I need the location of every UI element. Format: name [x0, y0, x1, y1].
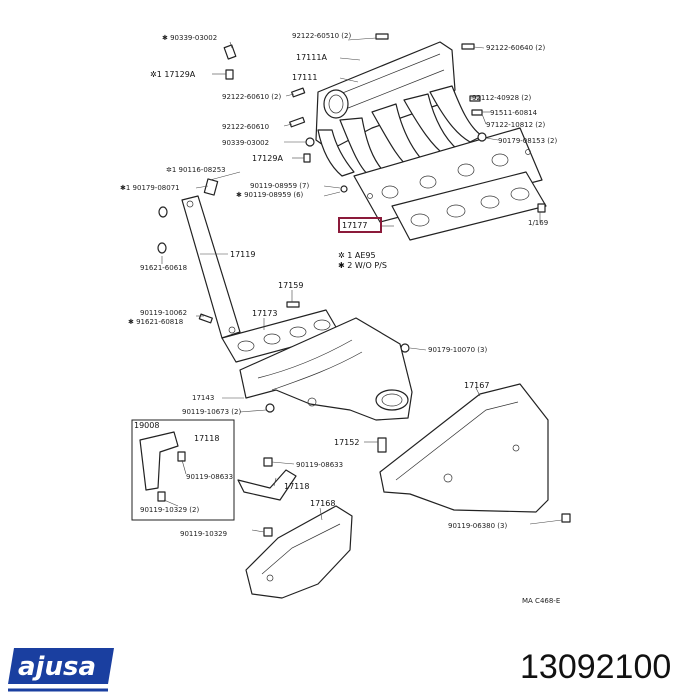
insulator-bracket [237, 469, 297, 501]
figure-code: MA C468-E [522, 597, 560, 605]
lbl-92122-60640: 92122-60640 (2) [486, 44, 545, 52]
lbl-90119-06380: 90119-06380 (3) [448, 522, 507, 530]
heat-insulator-lower [245, 505, 353, 599]
exhaust-manifold [239, 317, 413, 421]
lbl-19008: 19008 [134, 421, 159, 430]
lbl-97122-10812: 97122-10812 (2) [486, 121, 545, 129]
lbl-17118: 17118 [284, 482, 309, 491]
lbl-90179-08071: ✱1 90179-08071 [120, 184, 180, 192]
intake-gasket [391, 171, 547, 241]
lbl-17111: 17111 [292, 73, 317, 82]
lbl-90116-08253: ✲1 90116-08253 [166, 166, 226, 174]
ajusa-logo: ajusa [8, 648, 114, 692]
lbl-90339-03002: ✱ 90339-03002 [162, 34, 217, 42]
lbl-17111a: 17111A [296, 53, 327, 62]
part-number: 13092100 [520, 648, 671, 686]
upper-fasteners [157, 33, 571, 537]
lbl-90119-08959: 90119-08959 (7) [250, 182, 309, 190]
lbl-17177: 17177 [342, 221, 367, 230]
brand-name: ajusa [18, 652, 96, 682]
lbl-17168: 17168 [310, 499, 335, 508]
lbl-17143: 17143 [192, 394, 214, 402]
lbl-90119-08633: 90119-08633 [296, 461, 343, 469]
heat-insulator-upper [379, 383, 549, 513]
lbl-17129a: 17129A [252, 154, 283, 163]
lbl-91511-60814: 91511-60814 [490, 109, 538, 117]
note-1: ✲ 1 AE95 [338, 251, 376, 260]
lbl-90179-08153: 90179-08153 (2) [498, 137, 557, 145]
lbl-92122-60610: 92122-60610 [222, 123, 269, 131]
intake-manifold [315, 41, 543, 223]
manifold-stay-bracket [181, 195, 241, 339]
lbl-17118-box: 17118 [194, 434, 219, 443]
lbl-90119-10329-box: 90119-10329 (2) [140, 506, 199, 514]
lbl-17119: 17119 [230, 250, 255, 259]
lbl-90119-10673: 90119-10673 (2) [182, 408, 241, 416]
lbl-90119-10062: 90119-10062 [140, 309, 187, 317]
lbl-17129a-top: ✲1 17129A [150, 70, 196, 79]
note-2: ✱ 2 W/O P/S [338, 261, 387, 270]
lbl-90119-10329: 90119-10329 [180, 530, 227, 538]
lbl-92112-40928: 92112-40928 (2) [472, 94, 531, 102]
lbl-92122-60610-2: 92122-60610 (2) [222, 93, 281, 101]
lbl-91621-60818: ✱ 91621-60818 [128, 318, 183, 326]
lbl-17159: 17159 [278, 281, 303, 290]
lbl-1-169: 1/169 [528, 219, 548, 227]
lbl-90179-10070: 90179-10070 (3) [428, 346, 487, 354]
highlight-box-17177 [338, 217, 382, 233]
part-labels: ✱ 90339-03002 ✲1 17129A 92122-60610 (2) … [120, 32, 560, 605]
lbl-90119-08633-box: 90119-08633 [186, 473, 233, 481]
lbl-17173: 17173 [252, 309, 277, 318]
lbl-92122-60510: 92122-60510 (2) [292, 32, 351, 40]
lbl-90339-03002-b: 90339-03002 [222, 139, 269, 147]
lbl-90119-08959-6: ✱ 90119-08959 (6) [236, 191, 304, 199]
lbl-17167: 17167 [464, 381, 489, 390]
lbl-91621-60618: 91621-60618 [140, 264, 187, 272]
inset-box-19008 [131, 419, 235, 521]
leader-lines [161, 37, 563, 533]
lbl-17152: 17152 [334, 438, 359, 447]
